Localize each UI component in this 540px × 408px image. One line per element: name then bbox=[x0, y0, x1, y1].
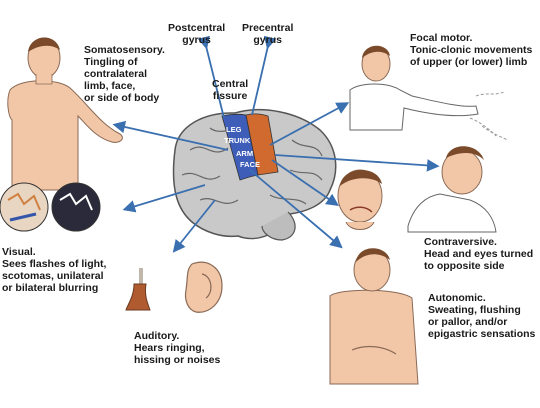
visual-line-2: Sees flashes of light, bbox=[2, 258, 107, 270]
somatosensory-line-2: Tingling of bbox=[84, 56, 138, 68]
auditory-line-3: hissing or noises bbox=[134, 354, 221, 366]
central-fissure-label: Central fissure bbox=[212, 78, 248, 102]
visual-line-4: or bilateral blurring bbox=[2, 282, 99, 294]
contraversive-line-2: Head and eyes turned bbox=[424, 248, 534, 260]
ear-icon bbox=[184, 261, 223, 313]
somatosensory-line-1: Somatosensory. bbox=[84, 44, 165, 56]
autonomic-line-3: or pallor, and/or bbox=[428, 316, 508, 328]
grimacing-face-icon bbox=[337, 169, 383, 230]
somatosensory-line-3: contralateral bbox=[84, 68, 148, 80]
visual-line-1: Visual. bbox=[2, 246, 36, 258]
precentral-gyrus-label: Precentral gyrus bbox=[242, 22, 293, 46]
autonomic-line-4: epigastric sensations bbox=[428, 328, 536, 340]
turned-head-icon bbox=[407, 146, 497, 233]
precentral-line-2: gyrus bbox=[253, 34, 282, 46]
somatosensory-line-4: limb, face, bbox=[84, 80, 136, 92]
focal-motor-line-1: Focal motor. bbox=[410, 32, 473, 44]
autonomic-label: Autonomic. Sweating, flushing or pallor,… bbox=[428, 292, 535, 340]
somatosensory-label: Somatosensory. Tingling of contralateral… bbox=[84, 44, 165, 104]
focal-motor-label: Focal motor. Tonic-clonic movements of u… bbox=[410, 32, 532, 68]
flashing-eyes-icon bbox=[0, 182, 101, 232]
bell-icon bbox=[125, 268, 151, 311]
postcentral-line-2: gyrus bbox=[182, 34, 211, 46]
visual-line-3: scotomas, unilateral bbox=[2, 270, 104, 282]
contraversive-label: Contraversive. Head and eyes turned to o… bbox=[424, 236, 533, 272]
stomach-holding-icon bbox=[329, 248, 419, 385]
autonomic-line-1: Autonomic. bbox=[428, 292, 486, 304]
auditory-line-1: Auditory. bbox=[134, 330, 180, 342]
autonomic-line-2: Sweating, flushing bbox=[428, 304, 521, 316]
region-leg: LEG bbox=[226, 125, 242, 134]
postcentral-gyrus-label: Postcentral gyrus bbox=[168, 22, 225, 46]
focal-motor-line-3: of upper (or lower) limb bbox=[410, 56, 528, 68]
contraversive-line-3: to opposite side bbox=[424, 260, 505, 272]
central-fissure-line-1: Central bbox=[212, 78, 249, 90]
auditory-line-2: Hears ringing, bbox=[134, 342, 205, 354]
auditory-label: Auditory. Hears ringing, hissing or nois… bbox=[134, 330, 220, 366]
arm-waving-icon bbox=[349, 45, 509, 141]
man-torso-icon bbox=[7, 37, 123, 191]
central-fissure-line-2: fissure bbox=[212, 90, 248, 102]
region-face: FACE bbox=[240, 160, 260, 169]
region-arm: ARM bbox=[236, 149, 253, 158]
focal-motor-line-2: Tonic-clonic movements bbox=[410, 44, 533, 56]
arrows bbox=[112, 35, 440, 253]
region-trunk: TRUNK bbox=[224, 136, 251, 145]
postcentral-line-1: Postcentral bbox=[168, 22, 226, 34]
precentral-line-1: Precentral bbox=[242, 22, 294, 34]
contraversive-line-1: Contraversive. bbox=[424, 236, 497, 248]
visual-label: Visual. Sees flashes of light, scotomas,… bbox=[2, 246, 106, 294]
somatosensory-line-5: or side of body bbox=[84, 92, 160, 104]
brain-region-labels: LEG TRUNK ARM FACE bbox=[224, 125, 260, 169]
